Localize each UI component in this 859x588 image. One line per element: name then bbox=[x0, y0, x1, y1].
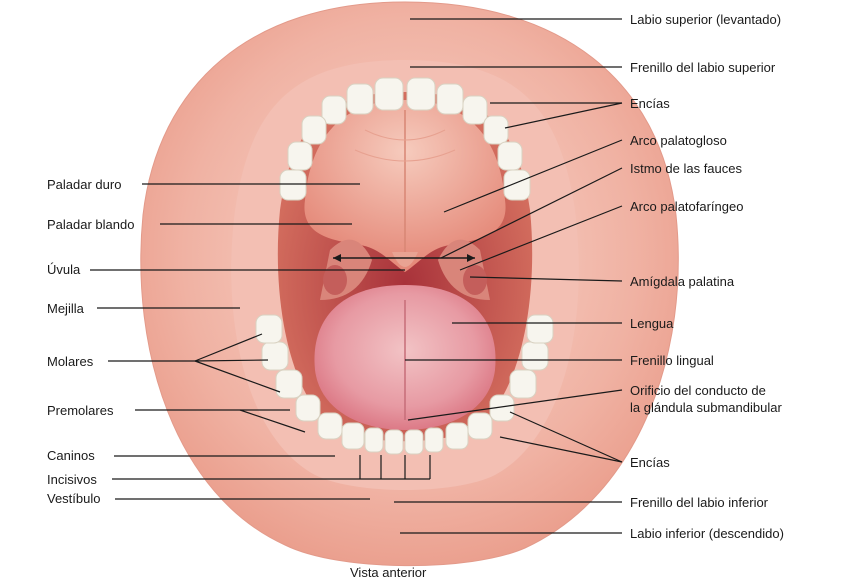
label-encias-inferior: Encías bbox=[630, 455, 670, 470]
figure-caption: Vista anterior bbox=[350, 565, 427, 580]
label-mejilla: Mejilla bbox=[47, 301, 84, 316]
label-caninos: Caninos bbox=[47, 448, 95, 463]
label-paladar-blando: Paladar blando bbox=[47, 217, 135, 232]
label-encias-superior: Encías bbox=[630, 96, 670, 111]
label-vestibulo: Vestíbulo bbox=[47, 491, 101, 506]
label-molares: Molares bbox=[47, 354, 94, 369]
label-arco-palatogloso: Arco palatogloso bbox=[630, 133, 727, 148]
left-tonsil bbox=[323, 265, 347, 295]
label-arco-palatofaringeo: Arco palatofaríngeo bbox=[630, 199, 744, 214]
label-frenillo-superior: Frenillo del labio superior bbox=[630, 60, 776, 75]
label-orificio-line2: la glándula submandibular bbox=[630, 400, 782, 415]
label-uvula: Úvula bbox=[47, 262, 81, 277]
label-istmo: Istmo de las fauces bbox=[630, 161, 742, 176]
label-paladar-duro: Paladar duro bbox=[47, 177, 122, 192]
upper-teeth bbox=[279, 77, 531, 201]
leader-lines bbox=[90, 18, 623, 534]
lower-teeth bbox=[255, 314, 554, 455]
label-amigdala: Amígdala palatina bbox=[630, 274, 735, 289]
label-labio-superior: Labio superior (levantado) bbox=[630, 12, 782, 27]
label-orificio-line1: Orificio del conducto de bbox=[630, 383, 766, 398]
label-frenillo-inferior: Frenillo del labio inferior bbox=[630, 495, 769, 510]
label-incisivos: Incisivos bbox=[47, 472, 97, 487]
label-lengua: Lengua bbox=[630, 316, 674, 331]
right-tonsil bbox=[463, 265, 487, 295]
uvula bbox=[392, 252, 418, 267]
label-premolares: Premolares bbox=[47, 403, 114, 418]
label-frenillo-lingual: Frenillo lingual bbox=[630, 353, 714, 368]
label-labio-inferior: Labio inferior (descendido) bbox=[630, 526, 784, 541]
